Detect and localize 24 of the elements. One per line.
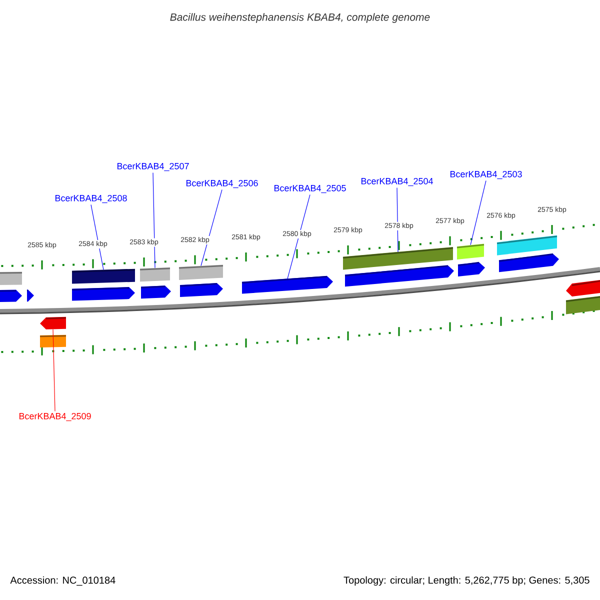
accession-text: Accession: NC_010184 [10,576,116,586]
leader-line [90,204,104,270]
title: Bacillus weihenstephanensis KBAB4, complete genome [170,13,430,23]
gene-feature [456,244,484,260]
gene-feature [178,264,224,280]
gene-label: BcerKBAB4_2508 [55,194,127,204]
leader-line [52,329,56,412]
gene-feature [72,268,136,284]
gene-label: BcerKBAB4_2507 [117,162,189,172]
gene-label: BcerKBAB4_2504 [361,178,433,186]
leader-line [287,194,310,279]
leader-line [200,189,222,266]
leader-line [470,180,486,246]
gene-feature [342,246,454,270]
leader-line [396,187,398,252]
leader-line [152,172,156,268]
gene-feature [40,316,66,330]
gene-feature [242,276,333,294]
genome-info-text: Topology: circular; Length: 5,262,775 bp; Genes: 5,305 [344,576,590,586]
gene-label: BcerKBAB4_2509 [19,412,91,422]
gene-feature [140,267,170,282]
gene-label: BcerKBAB4_2503 [450,170,522,180]
gene-label: BcerKBAB4_2505 [274,184,346,194]
gene-label: BcerKBAB4_2506 [186,180,258,188]
